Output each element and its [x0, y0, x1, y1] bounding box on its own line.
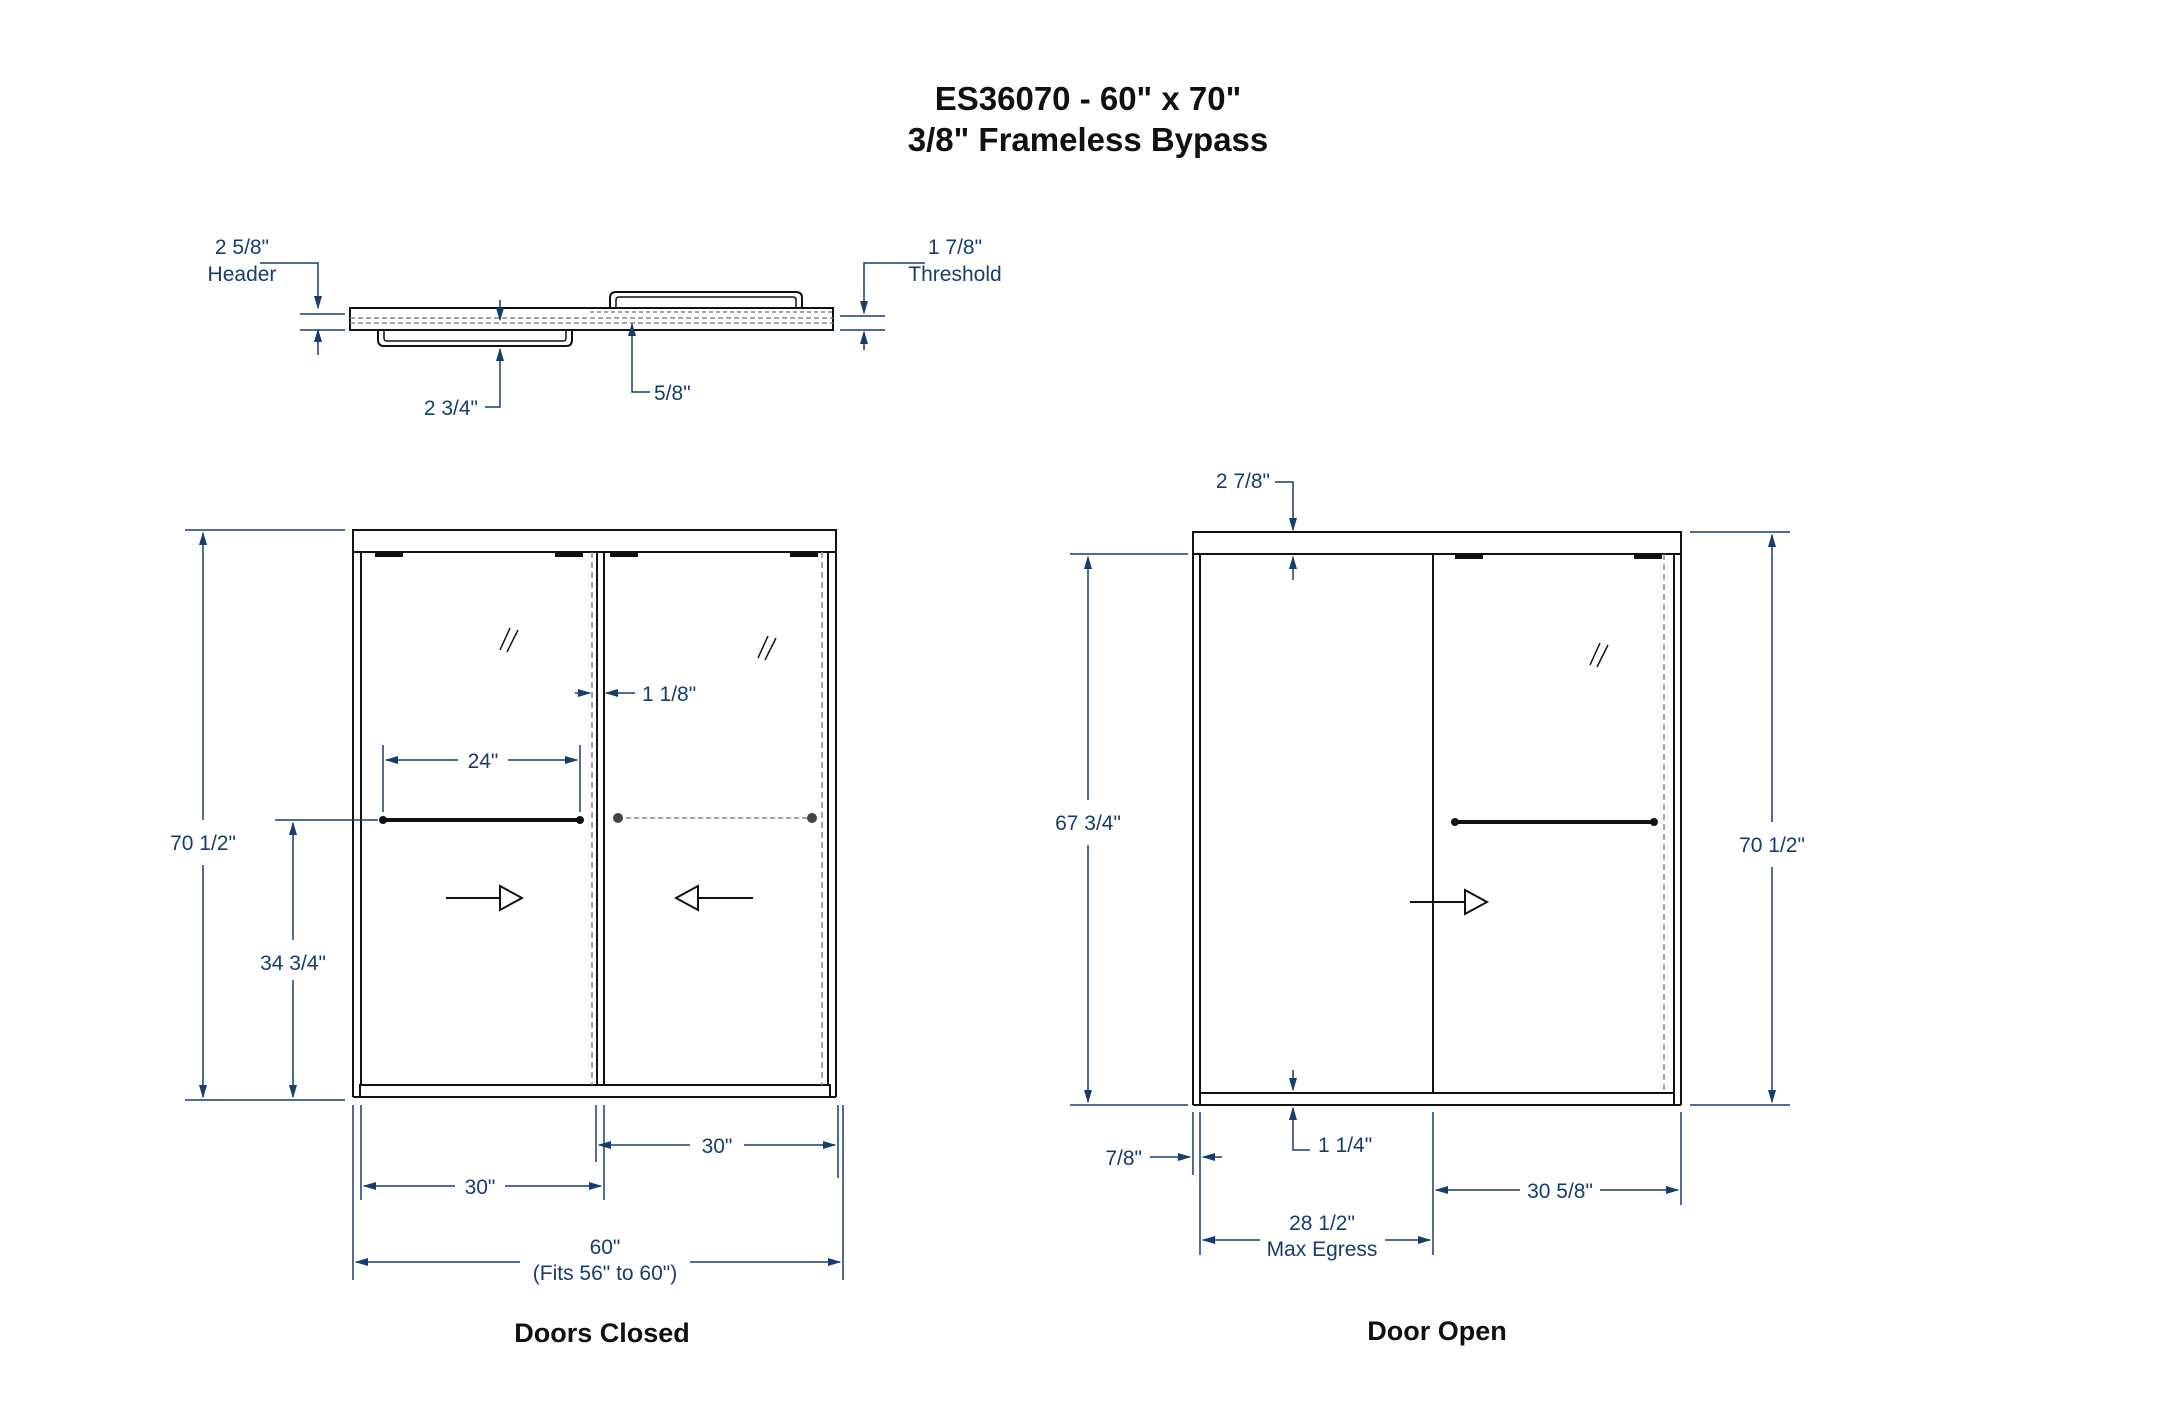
door-open-caption: Door Open — [1367, 1316, 1507, 1346]
doors-closed-caption: Doors Closed — [514, 1318, 690, 1348]
overlap-dim: 1 1/8" — [642, 683, 696, 706]
threshold — [1199, 1092, 1675, 1106]
arrow-left-icon — [673, 884, 753, 912]
fits-range-dim: (Fits 56" to 60") — [533, 1262, 677, 1285]
closed-height-dim: 70 1/2" — [170, 832, 236, 855]
egress-dim-value: 28 1/2" — [1289, 1212, 1355, 1235]
handle-height-dim: 34 3/4" — [260, 952, 326, 975]
open-height-dim: 70 1/2" — [1739, 834, 1805, 857]
towel-bar-handle — [1451, 818, 1658, 826]
handle-width-dim: 24" — [468, 750, 499, 773]
arrow-right-icon — [1410, 888, 1490, 916]
header-dim-label: Header — [208, 263, 277, 286]
header-rail — [352, 529, 837, 553]
open-header-dim: 2 7/8" — [1216, 470, 1270, 493]
open-panel-width-dim: 30 5/8" — [1527, 1180, 1593, 1203]
left-door-panel — [360, 551, 598, 1086]
header-dim-value: 2 5/8" — [215, 236, 269, 259]
egress-dim-label: Max Egress — [1267, 1238, 1378, 1261]
handle-bottom-profile — [377, 330, 573, 347]
drawing-subtitle: 3/8" Frameless Bypass — [907, 121, 1269, 158]
top-view: 2 5/8" Header 1 7/8" Threshold 2 3/4" 5/… — [208, 236, 1002, 420]
hidden-handle — [613, 813, 817, 823]
gap-dim: 5/8" — [654, 382, 691, 405]
doors-closed-elevation: 70 1/2" 34 3/4" 24" 1 1/8" 30" 30" — [170, 529, 844, 1348]
glass-reflection-icon — [1589, 642, 1609, 668]
overall-width-dim: 60" — [590, 1236, 621, 1259]
threshold-height-dim: 1 1/4" — [1318, 1134, 1372, 1157]
left-panel-width-dim: 30" — [465, 1176, 496, 1199]
glass-reflection-icon — [499, 627, 519, 653]
glass-height-dim: 67 3/4" — [1055, 812, 1121, 835]
right-panel-width-dim: 30" — [702, 1135, 733, 1158]
header-rail — [1192, 531, 1682, 555]
drawing-title: ES36070 - 60" x 70" — [934, 80, 1242, 117]
glass-reflection-icon — [757, 635, 777, 661]
threshold-dim-value: 1 7/8" — [928, 236, 982, 259]
handle-depth-dim: 2 3/4" — [424, 397, 478, 420]
arrow-right-icon — [446, 884, 525, 912]
jamb-dim: 7/8" — [1105, 1147, 1142, 1170]
threshold — [359, 1084, 831, 1098]
threshold-dim-label: Threshold — [908, 263, 1001, 286]
towel-bar-handle — [379, 816, 584, 824]
door-open-elevation: 2 7/8" 67 3/4" 70 1/2" 7/8" 1 1/4" 28 1/… — [1055, 470, 1805, 1346]
header-track-section — [349, 307, 834, 331]
handle-top-profile — [609, 291, 803, 308]
